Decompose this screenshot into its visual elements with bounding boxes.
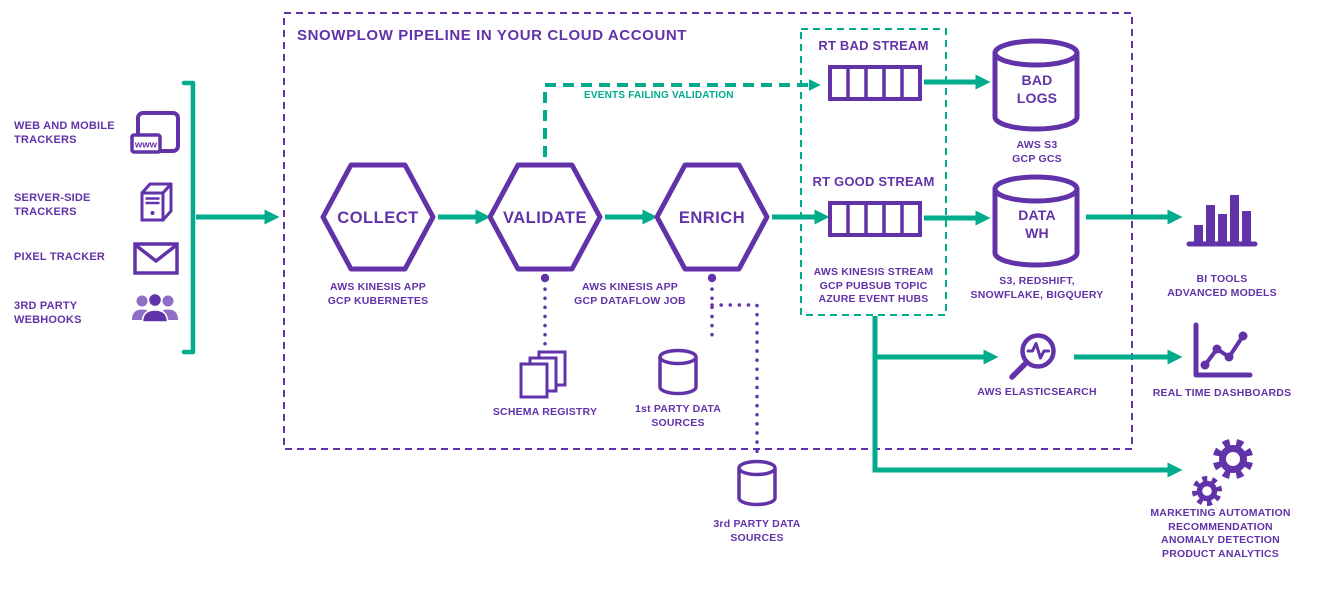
bar-chart-icon: [1186, 195, 1258, 247]
source-label-third-party-webhooks: 3RD PARTY WEBHOOKS: [14, 300, 82, 327]
elasticsearch-label: AWS ELASTICSEARCH: [977, 386, 1097, 398]
validate-hexagon: [487, 162, 603, 272]
pipeline-title: SNOWPLOW PIPELINE IN YOUR CLOUD ACCOUNT: [297, 27, 688, 44]
server-icon: [140, 182, 173, 222]
line-chart-icon: [1193, 322, 1253, 378]
validate-enrich-sub-label: AWS KINESIS APP GCP DATAFLOW JOB: [574, 281, 686, 307]
streams-boundary-box: [800, 28, 947, 316]
third-party-label: 3rd PARTY DATA SOURCES: [713, 518, 801, 544]
browser-icon-text: www: [134, 140, 158, 151]
first-party-cylinder-icon: [658, 348, 698, 396]
bad-logs-sub-label: AWS S3 GCP GCS: [1012, 139, 1062, 165]
source-label-server-side-trackers: SERVER-SIDE TRACKERS: [14, 192, 91, 219]
enrich-hexagon: [654, 162, 770, 272]
gears-icon: [1192, 438, 1254, 506]
data-wh-sub-label: S3, REDSHIFT, SNOWFLAKE, BIGQUERY: [970, 275, 1104, 301]
webhooks-icon: [132, 292, 178, 323]
good-stream-queue-icon: [828, 201, 922, 237]
dashed-line-events-failing-validation: [543, 79, 821, 157]
first-party-label: 1st PARTY DATA SOURCES: [634, 403, 722, 429]
rt-good-stream-label: RT GOOD STREAM: [812, 174, 935, 189]
source-label-pixel-tracker: PIXEL TRACKER: [14, 251, 106, 263]
pipeline-boundary-box: [283, 12, 1133, 450]
collect-hexagon: [320, 162, 436, 272]
elasticsearch-icon: [1009, 333, 1056, 380]
enrich-label: ENRICH: [678, 209, 746, 227]
collect-label: COLLECT: [337, 209, 419, 227]
rt-bad-stream-label: RT BAD STREAM: [818, 38, 929, 53]
arrow-streams-to-activation: [872, 316, 1183, 478]
collect-sub-label: AWS KINESIS APP GCP KUBERNETES: [327, 281, 429, 307]
dot-validate-bottom: [540, 273, 550, 283]
streams-sub-label: AWS KINESIS STREAM GCP PUBSUB TOPIC AZUR…: [813, 266, 934, 306]
source-label-web-mobile-trackers: WEB AND MOBILE TRACKERS: [14, 120, 115, 147]
dotted-line-enrich-to-third-party: [710, 303, 759, 458]
events-failing-validation-label: EVENTS FAILING VALIDATION: [584, 90, 734, 101]
bi-tools-label: BI TOOLS ADVANCED MODELS: [1167, 273, 1277, 299]
data-wh-label: DATA WH: [1018, 207, 1056, 242]
data-wh-cylinder-icon: [992, 174, 1080, 268]
schema-registry-icon: [519, 350, 567, 399]
bad-logs-cylinder-icon: [992, 38, 1080, 132]
sources-bracket: [181, 80, 196, 355]
dashboards-label: REAL TIME DASHBOARDS: [1152, 387, 1292, 399]
third-party-cylinder-icon: [737, 459, 777, 507]
browser-icon: www: [130, 111, 180, 154]
activation-label: MARKETING AUTOMATION RECOMMENDATION ANOM…: [1150, 507, 1291, 560]
dot-enrich-bottom: [707, 273, 717, 283]
envelope-icon: [133, 242, 179, 275]
validate-label: VALIDATE: [502, 209, 588, 227]
bad-stream-queue-icon: [828, 65, 922, 101]
schema-registry-label: SCHEMA REGISTRY: [492, 406, 598, 418]
bad-logs-label: BAD LOGS: [1016, 72, 1058, 107]
